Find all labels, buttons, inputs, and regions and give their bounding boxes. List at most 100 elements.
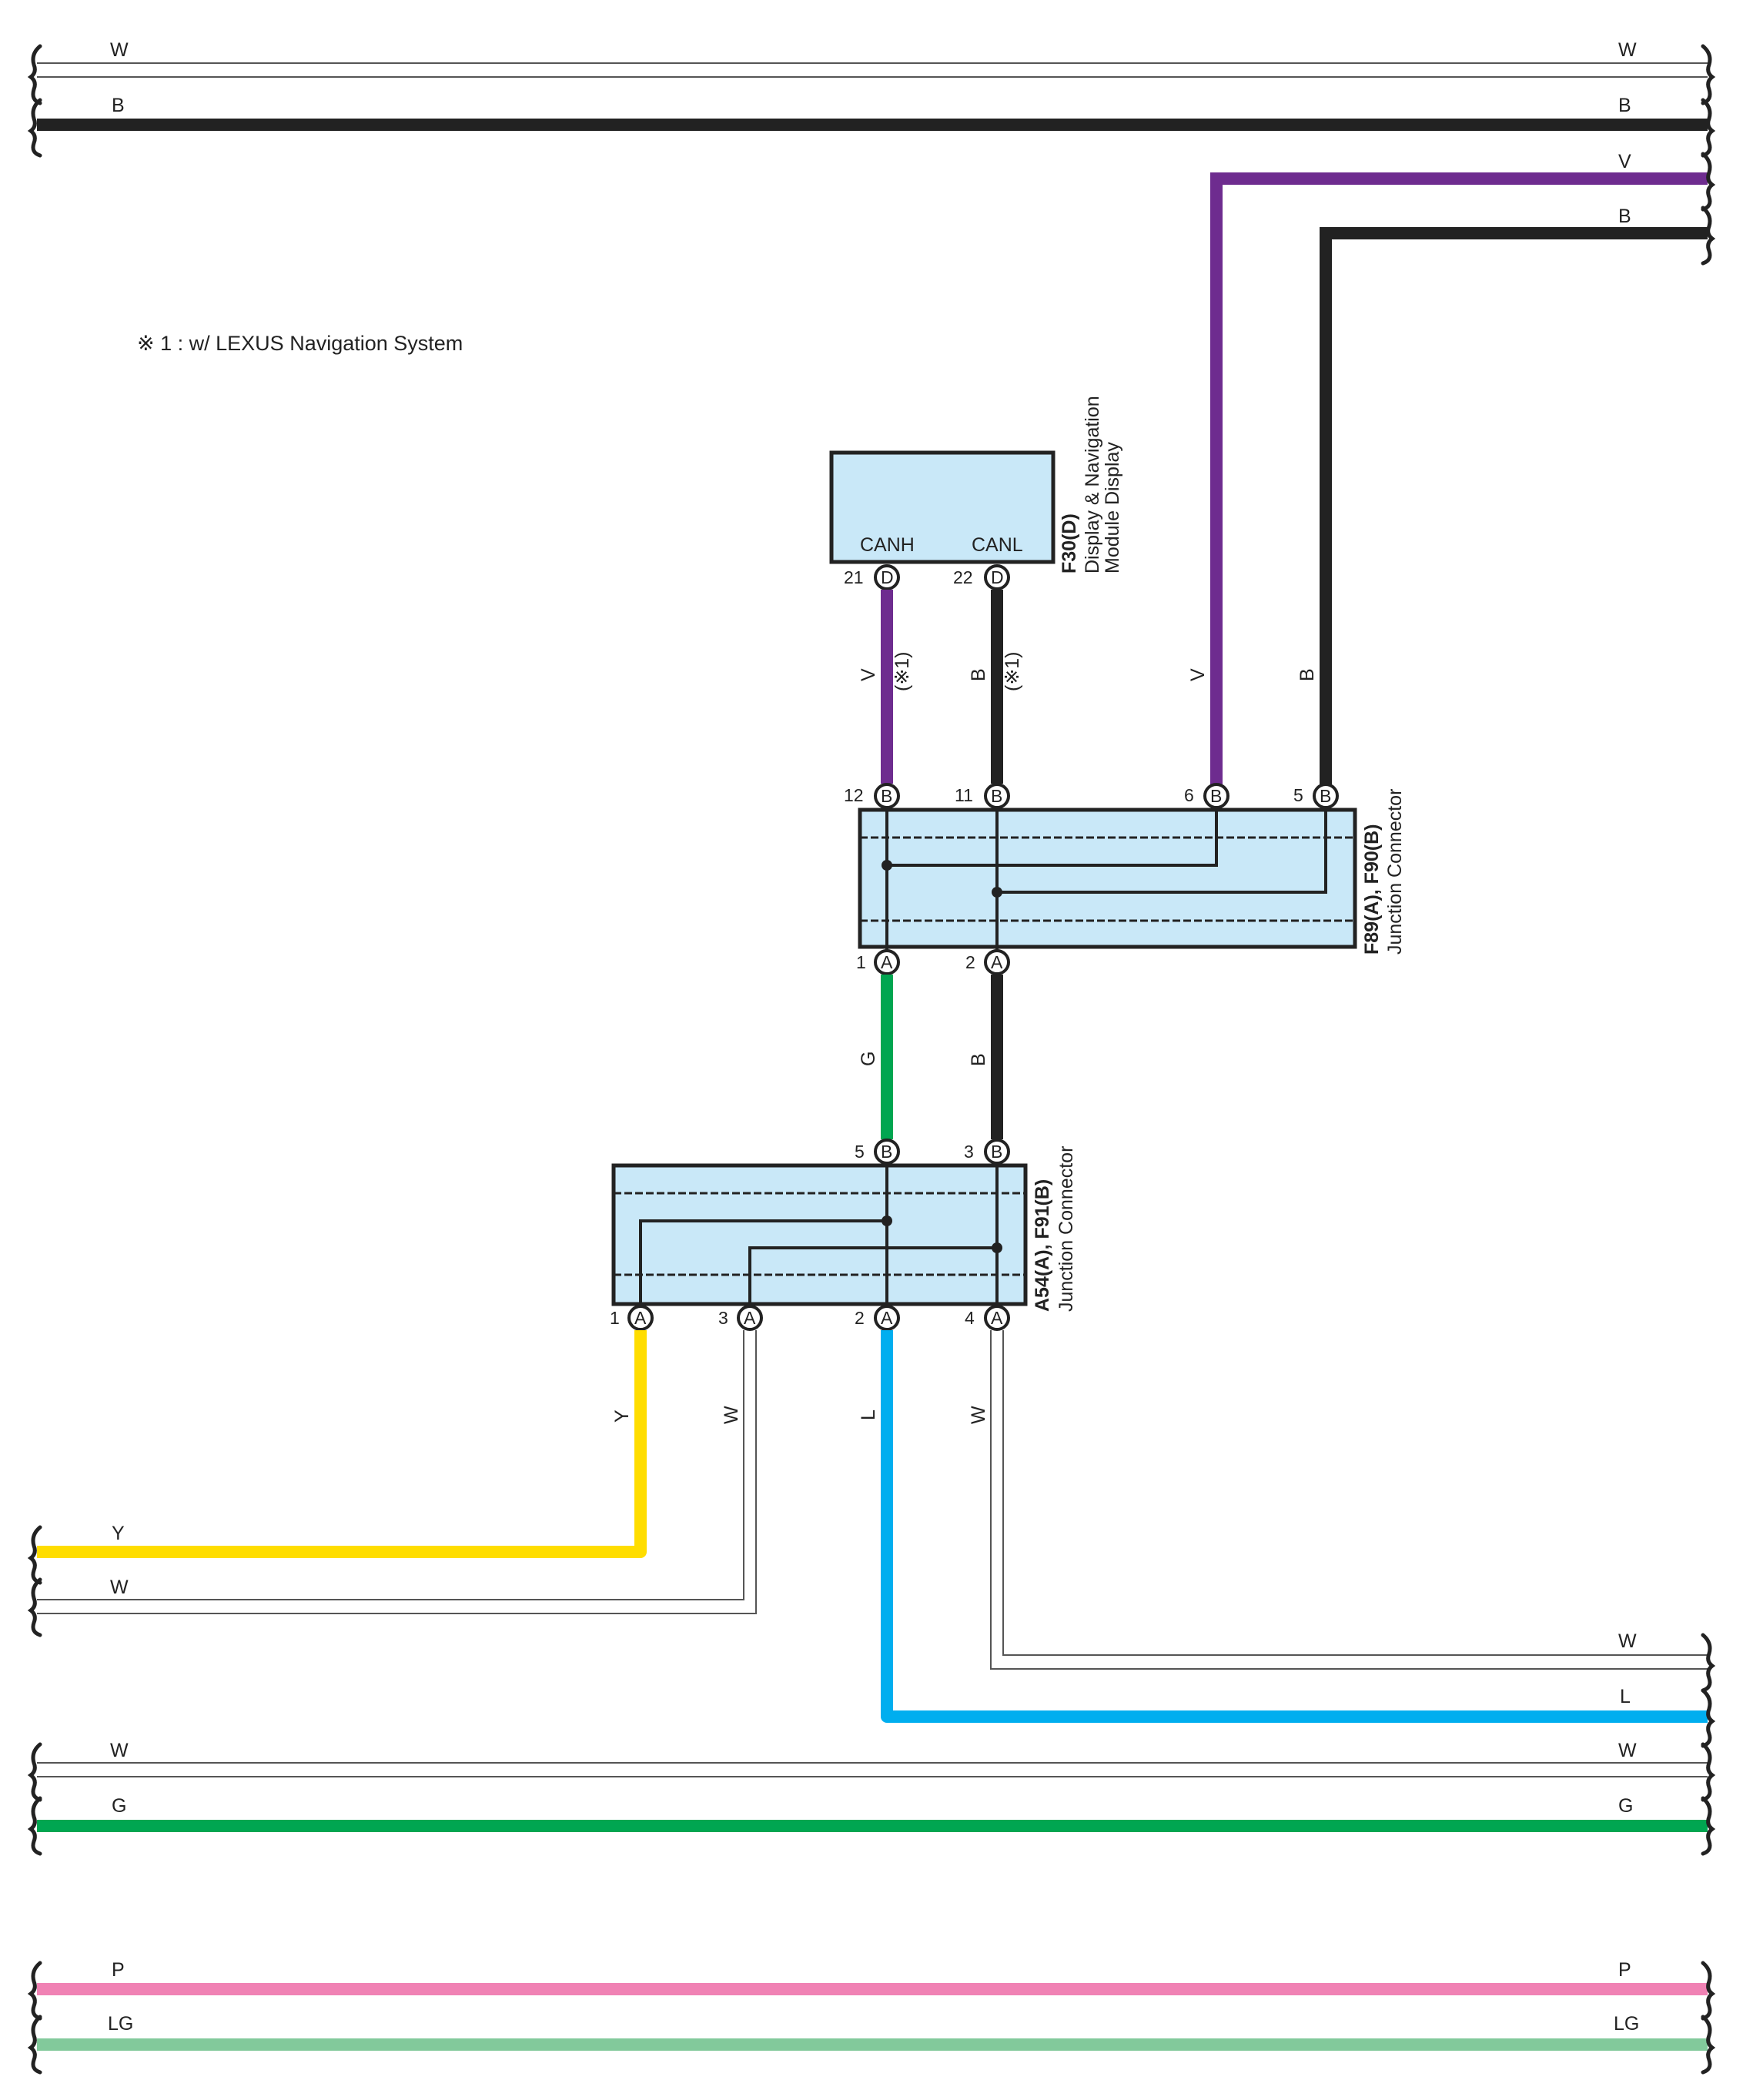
svg-text:B: B <box>1320 786 1331 806</box>
wire-right-v: V <box>1210 151 1708 785</box>
jc2-pin-2: 2 A <box>855 1305 900 1331</box>
wire-label-g-right: G <box>1618 1795 1633 1817</box>
junction-connector-2: A54(A), F91(B) Junction Connector <box>611 1146 1077 1312</box>
svg-text:A: A <box>991 952 1003 972</box>
jc1-pin-12: 12 B <box>844 783 900 809</box>
jc1-pin-2: 2 A <box>965 949 1010 975</box>
seg-label-b3: B <box>968 1053 989 1066</box>
wire-l: L <box>881 1330 1708 1723</box>
wire-label-w-left2: W <box>110 1577 129 1598</box>
wire-label-b-left: B <box>112 95 125 116</box>
wire-label-b-right2: B <box>1618 206 1631 227</box>
jc2-name: Junction Connector <box>1056 1146 1077 1312</box>
wire-label-lg-right: LG <box>1614 2013 1639 2035</box>
jc2-pin-5: 5 B <box>855 1139 900 1165</box>
wire-bottom-p: P P <box>37 1959 1708 1995</box>
wire-label-w-bl: W <box>110 1740 129 1761</box>
svg-text:3: 3 <box>718 1308 728 1328</box>
jc1-pin-5: 5 B <box>1293 783 1339 809</box>
junction-connector-1: F89(A), F90(B) Junction Connector <box>858 789 1406 955</box>
wire-label-w-right2: W <box>1618 1630 1637 1652</box>
wire-label-w-right: W <box>1618 39 1637 61</box>
svg-text:A: A <box>881 1308 893 1328</box>
jc1-pin-1: 1 A <box>856 949 900 975</box>
svg-text:5: 5 <box>855 1142 865 1162</box>
wire-y: Y <box>37 1330 647 1558</box>
wire-label-w-left: W <box>110 39 129 61</box>
wire-label-g-left: G <box>112 1795 126 1817</box>
svg-text:12: 12 <box>844 785 864 805</box>
jc2-pin-3b: 3 A <box>718 1305 763 1331</box>
svg-text:3: 3 <box>964 1142 974 1162</box>
canh-label: CANH <box>860 534 915 556</box>
seg-label-star2: (※1) <box>1002 651 1023 691</box>
svg-text:A: A <box>634 1308 647 1328</box>
display-pin-21: 21 D <box>844 564 900 590</box>
seg-label-y: Y <box>611 1409 633 1423</box>
seg-label-w2: W <box>968 1406 989 1424</box>
wire-w-right: W <box>990 1330 1708 1670</box>
wire-bottom-w: W W <box>37 1740 1708 1777</box>
seg-label-star1: (※1) <box>892 651 913 691</box>
svg-text:11: 11 <box>955 785 973 805</box>
jc2-pin-3: 3 B <box>964 1139 1010 1165</box>
wire-label-l: L <box>1620 1686 1631 1707</box>
wire-right-b: B <box>1320 206 1708 785</box>
svg-text:2: 2 <box>855 1308 865 1328</box>
jc1-ref: F89(A), F90(B) <box>1361 824 1383 955</box>
svg-text:B: B <box>881 786 892 806</box>
seg-label-g: G <box>858 1052 879 1066</box>
jc2-pin-4: 4 A <box>965 1305 1010 1331</box>
seg-label-l: L <box>858 1409 879 1420</box>
wire-label-b-right: B <box>1618 95 1631 116</box>
svg-text:21: 21 <box>844 567 864 587</box>
canl-label: CANL <box>972 534 1023 556</box>
seg-label-v2: V <box>1187 668 1209 681</box>
svg-text:A: A <box>744 1308 756 1328</box>
svg-text:4: 4 <box>965 1308 975 1328</box>
svg-text:B: B <box>1210 786 1222 806</box>
svg-text:1: 1 <box>610 1308 620 1328</box>
svg-text:A: A <box>881 952 893 972</box>
svg-text:D: D <box>991 567 1004 587</box>
break-braces-left <box>27 44 42 2075</box>
wire-label-p-left: P <box>112 1959 125 1981</box>
jc2-pin-1: 1 A <box>610 1305 654 1331</box>
seg-label-w1: W <box>721 1406 742 1424</box>
svg-text:1: 1 <box>856 952 866 972</box>
seg-label-b2: B <box>1296 668 1318 681</box>
jc1-pin-6: 6 B <box>1184 783 1229 809</box>
svg-text:22: 22 <box>953 567 973 587</box>
seg-label-v1: V <box>858 668 879 681</box>
jc1-name: Junction Connector <box>1384 789 1406 955</box>
jc2-ref: A54(A), F91(B) <box>1032 1179 1053 1312</box>
svg-text:2: 2 <box>965 952 975 972</box>
wire-w-left: W <box>37 1330 757 1614</box>
break-braces-right <box>1701 44 1716 2075</box>
svg-text:A: A <box>991 1308 1003 1328</box>
wire-label-p-right: P <box>1618 1959 1631 1981</box>
jc1-pin-11: 11 B <box>955 783 1010 809</box>
note-text: ※ 1 : w/ LEXUS Navigation System <box>137 332 463 355</box>
display-name1: Display & Navigation <box>1082 396 1103 573</box>
wire-top-w: W W <box>37 39 1708 78</box>
display-pin-22: 22 D <box>953 564 1010 590</box>
wire-label-w-br: W <box>1618 1740 1637 1761</box>
svg-text:D: D <box>881 567 894 587</box>
display-ref: F30(D) <box>1059 513 1080 573</box>
svg-text:5: 5 <box>1293 785 1303 805</box>
display-name2: Module Display <box>1102 442 1123 573</box>
wire-bottom-lg: LG LG <box>37 2013 1708 2051</box>
svg-text:B: B <box>881 1142 892 1162</box>
svg-text:6: 6 <box>1184 785 1194 805</box>
wire-label-v-right: V <box>1618 151 1631 172</box>
wire-label-lg-left: LG <box>108 2013 133 2035</box>
display-module: CANH CANL F30(D) Display & Navigation Mo… <box>829 396 1123 573</box>
wire-bottom-g: G G <box>37 1795 1708 1832</box>
wire-top-b: B B <box>37 95 1708 131</box>
svg-text:B: B <box>991 786 1002 806</box>
svg-text:B: B <box>991 1142 1002 1162</box>
seg-label-b1: B <box>968 668 989 681</box>
wire-label-y: Y <box>112 1523 125 1544</box>
